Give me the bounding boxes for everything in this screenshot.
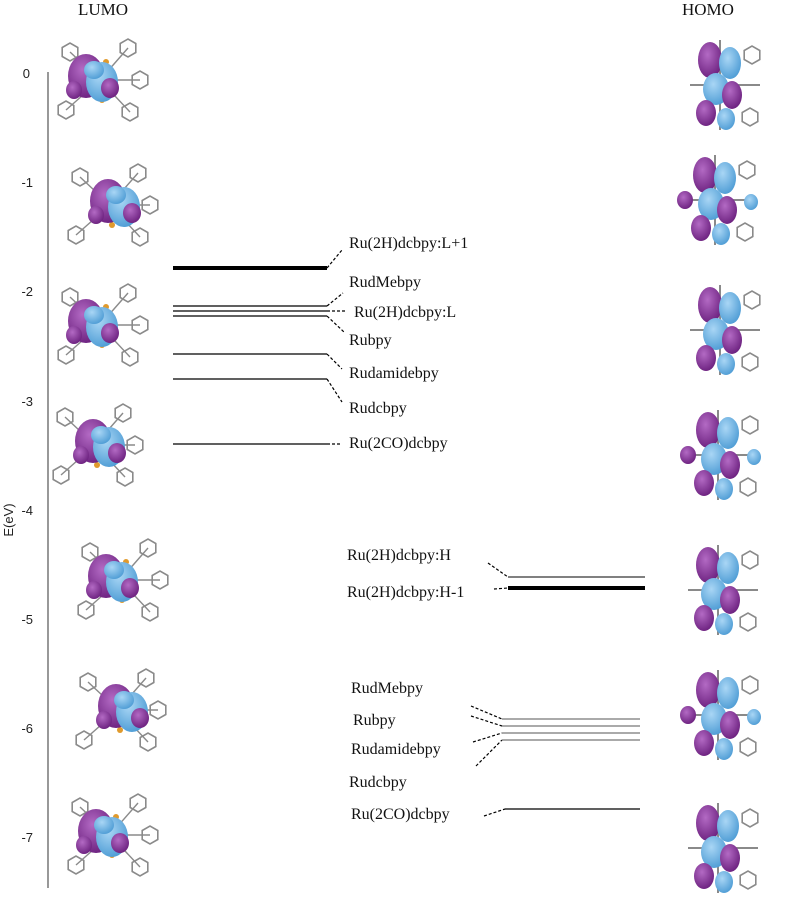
tick-label: -4 <box>21 503 33 518</box>
lumo-label: Ru(2H)dcbpy:L <box>354 304 456 321</box>
lumo-orbital-image <box>52 403 144 487</box>
homo-label: Rudcbpy <box>349 774 407 791</box>
homo-label: Ru(2CO)dcbpy <box>351 806 450 823</box>
homo-orbital-image <box>680 670 761 760</box>
homo-orbital-image <box>690 40 761 130</box>
lumo-orbital-image <box>75 668 167 752</box>
homo-orbital-image <box>688 803 759 893</box>
lumo-orbital-image <box>67 163 159 247</box>
tick-label: -6 <box>21 721 33 736</box>
lumo-orbital-image <box>67 793 159 877</box>
energy-axis-label: E(eV) <box>1 503 16 536</box>
tick-label: -3 <box>21 394 33 409</box>
lumo-label: RudMebpy <box>349 274 421 291</box>
tick-label: -1 <box>21 175 33 190</box>
lumo-label: Rubpy <box>349 332 392 349</box>
tick-label: -7 <box>21 830 33 845</box>
tick-label: -2 <box>21 284 33 299</box>
lumo-leader-lines <box>326 249 346 445</box>
homo-label: Rubpy <box>353 712 396 729</box>
homo-label: Ru(2H)dcbpy:H-1 <box>347 584 464 601</box>
homo-orbital-images <box>677 40 761 893</box>
homo-label: Ru(2H)dcbpy:H <box>347 547 451 564</box>
lumo-label: Rudamidebpy <box>349 365 439 382</box>
homo-label: Rudamidebpy <box>351 741 441 758</box>
homo-label: RudMebpy <box>351 680 423 697</box>
homo-orbital-image <box>690 285 761 375</box>
homo-orbital-image <box>677 155 758 245</box>
lumo-orbital-images <box>52 38 169 877</box>
homo-header: HOMO <box>682 0 734 19</box>
lumo-label: Rudcbpy <box>349 400 407 417</box>
homo-orbital-image <box>688 545 759 635</box>
lumo-orbital-image <box>57 38 149 122</box>
lumo-label: Ru(2H)dcbpy:L+1 <box>349 235 468 252</box>
tick-label: -5 <box>21 612 33 627</box>
lumo-header: LUMO <box>78 0 129 19</box>
lumo-orbital-image <box>57 283 149 367</box>
homo-orbital-image <box>680 410 761 500</box>
tick-label: 0 <box>23 66 30 81</box>
lumo-orbital-image <box>77 538 169 622</box>
lumo-label: Ru(2CO)dcbpy <box>349 435 448 452</box>
homo-leader-lines <box>470 562 509 817</box>
